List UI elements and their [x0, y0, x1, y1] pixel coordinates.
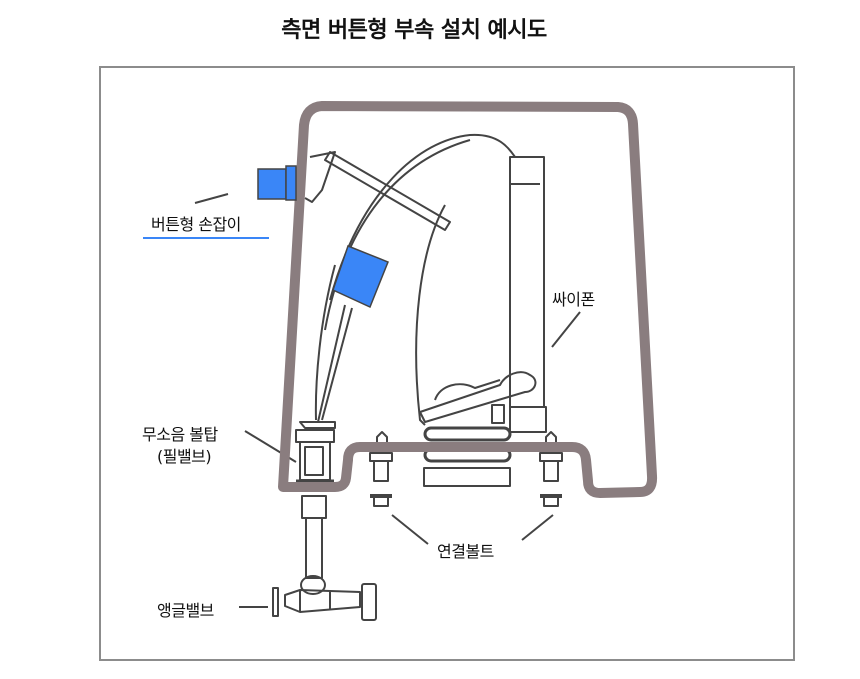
label-underline [143, 237, 269, 239]
flapper-arm [419, 371, 537, 423]
label-button-handle: 버튼형 손잡이 [151, 215, 241, 234]
button-handle-icon [257, 168, 287, 200]
label-siphon: 싸이폰 [552, 290, 595, 309]
gasket-top [423, 426, 512, 442]
label-fill-valve-sub: (필밸브) [157, 447, 212, 466]
label-angle-valve: 앵글밸브 [157, 601, 214, 620]
angle-valve-joint [300, 575, 326, 595]
leader-bolt-right [521, 514, 554, 541]
label-fill-valve: 무소음 볼탑 [142, 425, 218, 444]
connecting-bolt-right [539, 431, 563, 507]
label-connecting-bolt: 연결볼트 [437, 542, 494, 561]
leader-siphon [551, 311, 581, 348]
tank-outline [278, 101, 658, 498]
angle-valve-handle [272, 587, 279, 617]
leader-button-handle [194, 193, 229, 204]
angle-valve-body [284, 589, 361, 613]
fill-valve-body [295, 429, 335, 443]
frame-border [99, 66, 795, 661]
float-rod [317, 304, 346, 423]
float-icon [332, 245, 389, 309]
handle-lever [324, 151, 451, 231]
leader-bolt-left [391, 514, 429, 545]
connecting-bolt-left [369, 431, 393, 507]
siphon-arc [329, 133, 516, 301]
diagram-title: 측면 버튼형 부속 설치 예시도 [281, 18, 547, 43]
siphon-column [509, 156, 545, 408]
